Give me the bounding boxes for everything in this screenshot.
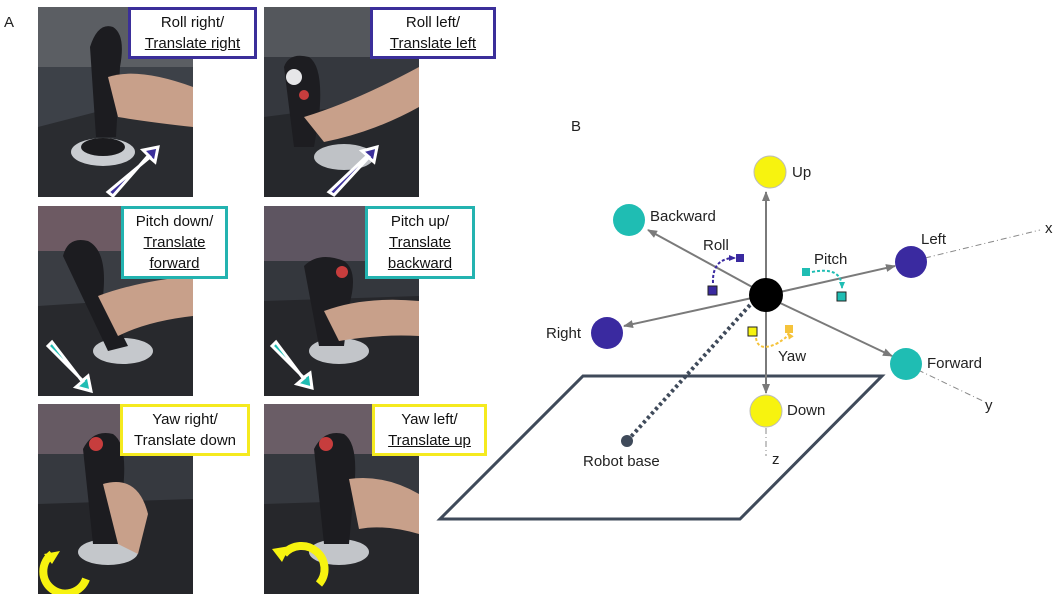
label-up: Up — [792, 164, 811, 181]
yaw-rotation-arrow — [755, 332, 794, 348]
label-yaw: Yaw — [778, 348, 806, 365]
caption-line2: Translate down — [134, 432, 236, 449]
label-forward: Forward — [927, 355, 982, 372]
label-right: Right — [546, 325, 582, 342]
panel-b-letter: B — [571, 118, 582, 135]
roll-marker-start — [707, 285, 718, 296]
arrow-backward — [647, 229, 755, 289]
label-robot-base: Robot base — [583, 453, 660, 470]
caption-yaw-right: Yaw right/ Translate down — [120, 404, 250, 456]
yaw-marker-start — [747, 326, 758, 337]
caption-roll-left: Roll left/ Translate left — [370, 7, 496, 59]
robot-base-connector — [626, 303, 752, 442]
label-axis-x: x — [1045, 220, 1053, 237]
caption-line2: Translate — [389, 234, 451, 251]
label-axis-y: y — [985, 397, 993, 414]
caption-line3: forward — [149, 255, 200, 272]
arrow-forward — [777, 301, 893, 357]
arrow-right — [623, 297, 753, 328]
y-axis-line — [917, 369, 986, 403]
node-up — [753, 155, 787, 189]
robot-base-point — [621, 435, 633, 447]
joystick-photo-pitch-up — [264, 206, 419, 396]
caption-pitch-up: Pitch up/ Translate backward — [365, 206, 475, 279]
label-down: Down — [787, 402, 825, 419]
caption-line2: Translate right — [144, 35, 241, 52]
pitch-marker-end — [836, 291, 847, 302]
roll-marker-end — [736, 254, 744, 262]
caption-line2: Translate left — [389, 35, 477, 52]
node-right — [591, 317, 623, 349]
caption-line1: Roll right/ — [160, 14, 225, 31]
panel-a-letter: A — [4, 14, 15, 31]
node-down — [749, 394, 783, 428]
node-center — [749, 278, 783, 312]
node-backward — [613, 204, 645, 236]
node-left — [895, 246, 927, 278]
caption-roll-right: Roll right/ Translate right — [128, 7, 257, 59]
ground-plane — [436, 374, 886, 521]
caption-line1: Pitch up/ — [390, 213, 450, 230]
node-forward — [890, 348, 922, 380]
label-roll: Roll — [703, 237, 729, 254]
yaw-marker-end — [785, 325, 793, 333]
caption-line2: Translate up — [388, 432, 471, 449]
caption-line1: Pitch down/ — [135, 213, 214, 230]
label-left: Left — [921, 231, 947, 248]
pitch-rotation-arrow — [811, 269, 845, 289]
pitch-marker-start — [802, 268, 810, 276]
arrow-left — [779, 264, 896, 293]
caption-yaw-left: Yaw left/ Translate up — [372, 404, 487, 456]
label-axis-z: z — [772, 451, 780, 468]
caption-pitch-down: Pitch down/ Translate forward — [121, 206, 228, 279]
label-pitch: Pitch — [814, 251, 847, 268]
coordinate-diagram: Up Down Backward Forward Left Right Roll… — [436, 155, 1053, 521]
caption-line1: Yaw left/ — [401, 411, 458, 428]
caption-line1: Yaw right/ — [152, 411, 218, 428]
caption-line3: backward — [387, 255, 453, 272]
label-backward: Backward — [650, 208, 716, 225]
caption-line1: Roll left/ — [405, 14, 461, 31]
caption-line2: Translate — [143, 234, 206, 251]
